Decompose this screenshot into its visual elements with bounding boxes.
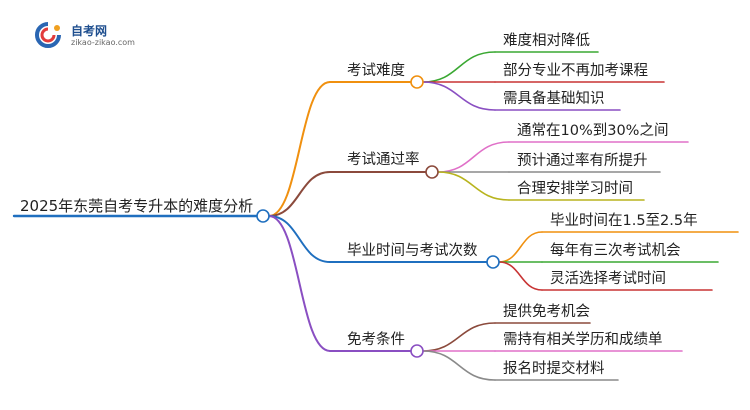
- branch-connector: [268, 215, 331, 352]
- leaf-label[interactable]: 难度相对降低: [503, 33, 590, 49]
- leaf-connector: [422, 81, 496, 111]
- branch-connector: [268, 81, 331, 217]
- leaf-connector: [437, 141, 510, 173]
- root-node[interactable]: [256, 209, 270, 223]
- branch-connector: [268, 171, 331, 217]
- leaf-label[interactable]: 部分专业不再加考课程: [503, 63, 648, 79]
- branch-connector: [268, 215, 331, 263]
- leaf-label[interactable]: 灵活选择考试时间: [550, 271, 666, 287]
- branch-node[interactable]: [425, 165, 439, 179]
- leaf-label[interactable]: 提供免考机会: [503, 304, 590, 320]
- branch-label[interactable]: 考试通过率: [347, 152, 420, 168]
- leaf-label[interactable]: 需具备基础知识: [503, 91, 605, 107]
- root-label[interactable]: 2025年东莞自考专升本的难度分析: [20, 197, 254, 215]
- branch-label[interactable]: 免考条件: [347, 332, 405, 348]
- leaf-label[interactable]: 报名时提交材料: [503, 361, 605, 377]
- logo-title: 自考网: [71, 24, 108, 38]
- leaf-connector: [498, 231, 543, 263]
- leaf-label[interactable]: 预计通过率有所提升: [517, 153, 648, 169]
- branch-label[interactable]: 毕业时间与考试次数: [347, 243, 478, 259]
- leaf-connector: [422, 350, 496, 381]
- leaf-connector: [422, 322, 496, 352]
- logo-icon: [35, 22, 61, 48]
- leaf-label[interactable]: 毕业时间在1.5至2.5年: [550, 213, 698, 229]
- branch-label[interactable]: 考试难度: [347, 63, 405, 79]
- leaf-label[interactable]: 需持有相关学历和成绩单: [503, 332, 663, 348]
- leaf-label[interactable]: 每年有三次考试机会: [550, 243, 681, 259]
- leaf-connector: [422, 51, 496, 83]
- branch-node[interactable]: [486, 255, 500, 269]
- leaf-label[interactable]: 通常在10%到30%之间: [517, 123, 669, 139]
- leaf-connector: [498, 261, 543, 291]
- leaf-connector: [437, 171, 510, 201]
- logo-url: zikao-zikao.com: [71, 38, 135, 47]
- leaf-label[interactable]: 合理安排学习时间: [517, 181, 633, 197]
- branch-node[interactable]: [410, 344, 424, 358]
- site-logo[interactable]: 自考网 zikao-zikao.com: [33, 20, 153, 50]
- branch-node[interactable]: [410, 75, 424, 89]
